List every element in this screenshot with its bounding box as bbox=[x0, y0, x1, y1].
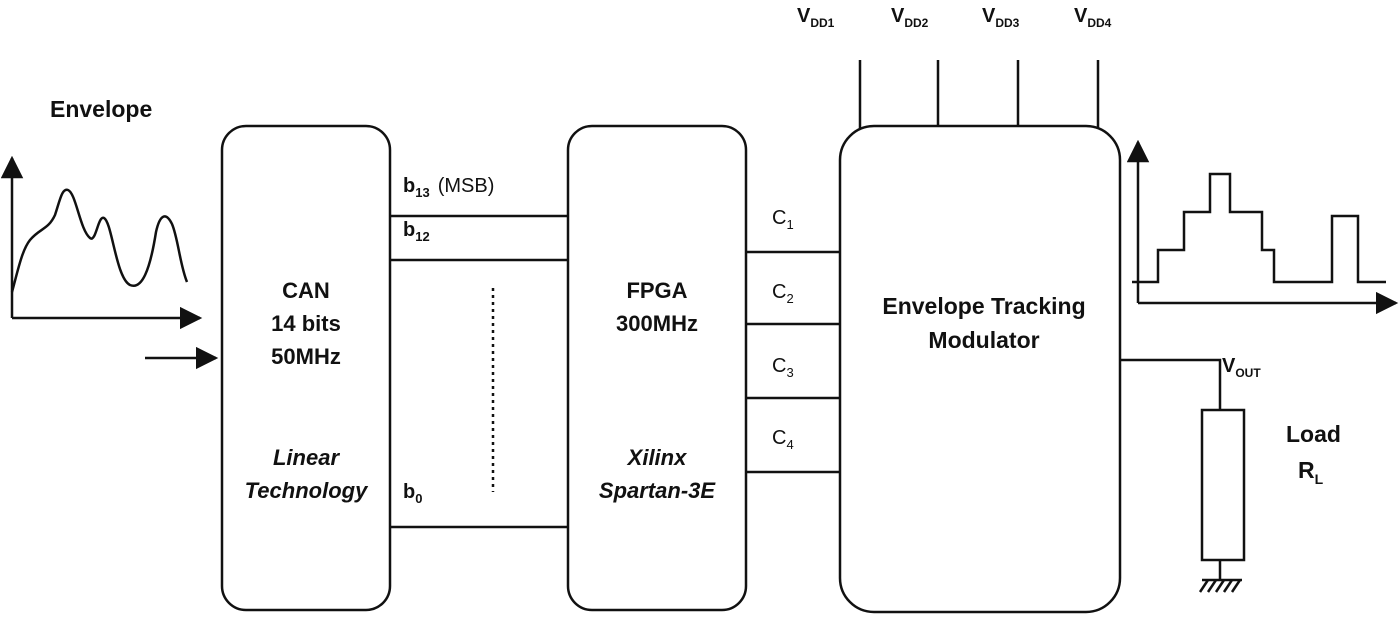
control-c3-label: C3 bbox=[772, 355, 794, 380]
bit-b12-label: b12 bbox=[403, 219, 430, 244]
envelope-title: Envelope bbox=[50, 96, 152, 122]
output-wire bbox=[1120, 358, 1222, 410]
can-block bbox=[220, 124, 392, 612]
input-envelope-plot bbox=[0, 155, 203, 330]
modulator-label-line1: Envelope Tracking bbox=[882, 293, 1085, 319]
supply-vdd2-label: VDD2 bbox=[891, 5, 929, 30]
supply-vdd4-label: VDD4 bbox=[1074, 5, 1112, 30]
modulator-label-line2: Modulator bbox=[928, 327, 1039, 353]
input-envelope-curve bbox=[10, 188, 189, 293]
control-c1-label: C1 bbox=[772, 207, 794, 232]
control-c2-label: C2 bbox=[772, 281, 794, 306]
vout-label: VOUT bbox=[1222, 355, 1261, 380]
fpga-clock-label: 300MHz bbox=[616, 311, 698, 336]
fpga-label: FPGA bbox=[626, 278, 687, 303]
load-resistance-label: RL bbox=[1298, 457, 1324, 487]
can-label: CAN bbox=[282, 278, 330, 303]
can-bits-label: 14 bits bbox=[271, 311, 341, 336]
output-staircase-waveform bbox=[1132, 172, 1386, 284]
can-vendor-line2: Technology bbox=[245, 478, 369, 503]
load-resistor bbox=[1200, 408, 1246, 562]
ground-icon bbox=[1198, 578, 1242, 593]
fpga-vendor-line2: Spartan-3E bbox=[599, 478, 716, 503]
fpga-block bbox=[566, 124, 748, 612]
fpga-vendor-line1: Xilinx bbox=[626, 445, 687, 470]
bit-b0-label: b0 bbox=[403, 481, 422, 506]
control-c4-label: C4 bbox=[772, 427, 794, 452]
load-label: Load bbox=[1286, 421, 1341, 447]
can-vendor-line1: Linear bbox=[273, 445, 340, 470]
supply-vdd3-label: VDD3 bbox=[982, 5, 1020, 30]
supply-vdd1-label: VDD1 bbox=[797, 5, 835, 30]
modulator-block bbox=[838, 124, 1122, 614]
bit-b13-label: b13(MSB) bbox=[403, 175, 494, 200]
output-staircase-plot bbox=[1126, 139, 1399, 315]
can-rate-label: 50MHz bbox=[271, 344, 341, 369]
